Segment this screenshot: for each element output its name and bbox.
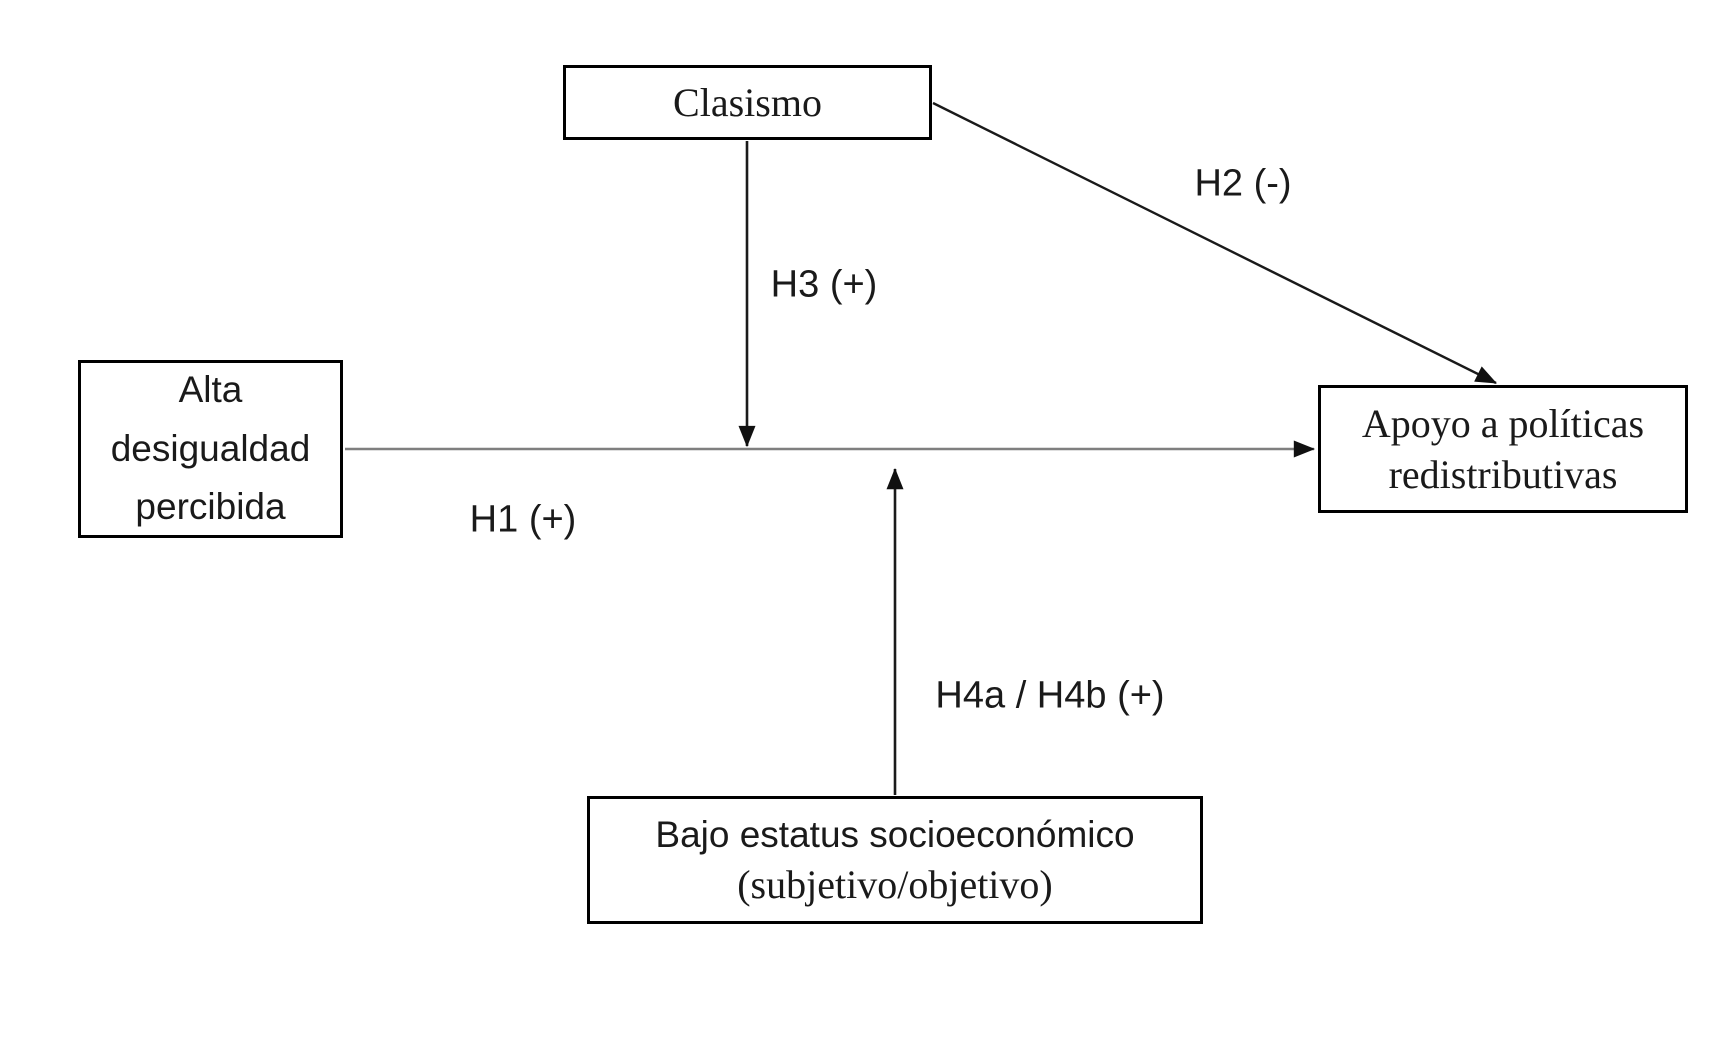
node-desigualdad-line3: percibida xyxy=(135,486,286,528)
edge-h4-label: H4a / H4b (+) xyxy=(935,674,1165,717)
edge-h2-line xyxy=(932,101,1497,385)
node-alta-desigualdad-percibida: Alta desigualdad percibida xyxy=(78,360,343,538)
node-apoyo-line1: Apoyo a políticas xyxy=(1361,400,1645,446)
node-estatus-line2: (subjetivo/objetivo) xyxy=(737,861,1053,907)
edge-h2-label: H2 (-) xyxy=(1194,162,1292,205)
node-estatus-line1: Bajo estatus socioeconómico xyxy=(655,814,1135,856)
node-apoyo-politicas-redistributivas: Apoyo a políticas redistributivas xyxy=(1318,385,1688,513)
node-bajo-estatus-socioeconomico: Bajo estatus socioeconómico (subjetivo/o… xyxy=(587,796,1203,924)
node-apoyo-line2: redistributivas xyxy=(1388,452,1618,497)
edge-h3-label: H3 (+) xyxy=(770,263,878,306)
node-clasismo: Clasismo xyxy=(563,65,932,140)
edge-h1-label: H1 (+) xyxy=(469,498,577,541)
node-desigualdad-line2: desigualdad xyxy=(110,427,311,469)
node-clasismo-label: Clasismo xyxy=(673,79,822,125)
node-desigualdad-line1: Alta xyxy=(178,369,243,411)
